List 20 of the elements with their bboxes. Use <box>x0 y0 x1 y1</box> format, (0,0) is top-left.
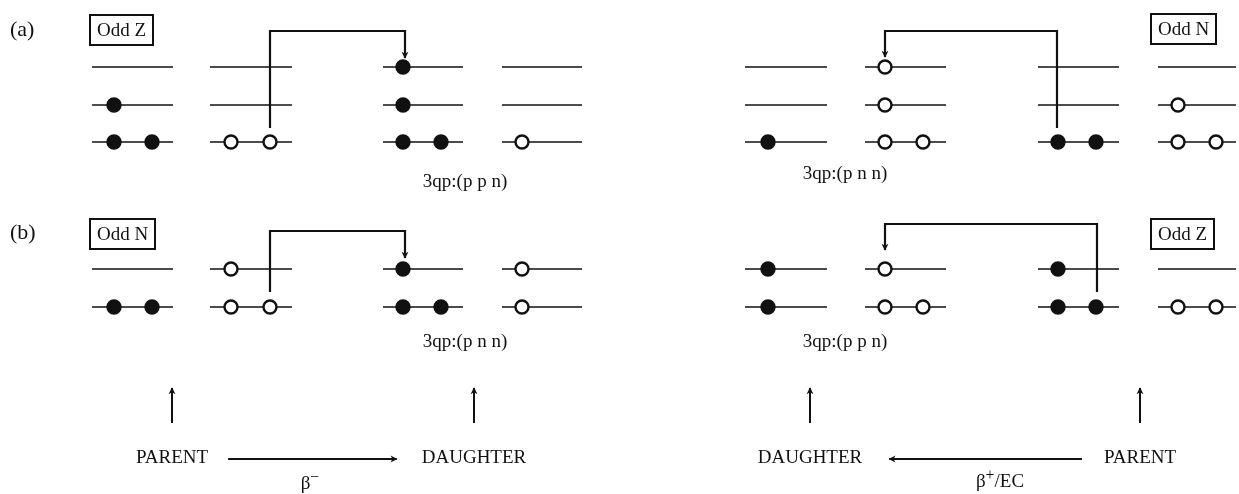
arrow <box>806 387 814 424</box>
label-box: Odd Z <box>1150 218 1216 250</box>
configuration-label: 3qp:(p p n) <box>422 170 508 192</box>
arrow <box>227 455 398 463</box>
stage-label: DAUGHTER <box>757 445 863 469</box>
stage-label: DAUGHTER <box>421 445 527 469</box>
configuration-label: 3qp:(p n n) <box>422 330 508 352</box>
arrow <box>470 387 478 424</box>
label-box: Odd N <box>1150 13 1218 45</box>
stage-label: PARENT <box>1103 445 1177 469</box>
panel-label: (a) <box>10 16 35 42</box>
arrow <box>168 387 176 424</box>
panel-label: (b) <box>10 219 36 245</box>
configuration-label: 3qp:(p p n) <box>802 330 888 352</box>
arrow <box>888 455 1083 463</box>
arrow <box>1136 387 1144 424</box>
label-box: Odd N <box>89 218 157 250</box>
stage-label: PARENT <box>135 445 209 469</box>
label-box: Odd Z <box>89 14 155 46</box>
configuration-label: 3qp:(p n n) <box>802 162 888 184</box>
